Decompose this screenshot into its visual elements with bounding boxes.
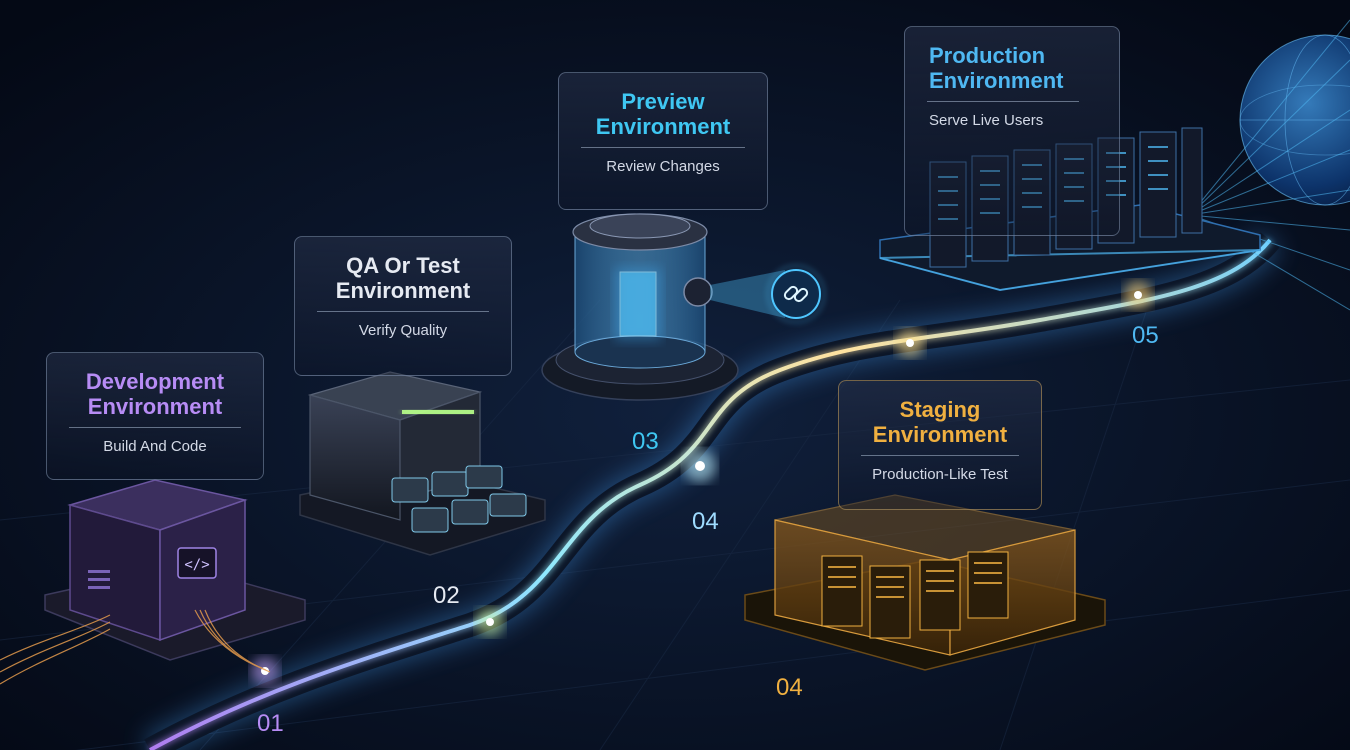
staging-title: Staging Environment (839, 397, 1041, 447)
divider (317, 311, 489, 312)
step-number-02: 02 (433, 582, 460, 609)
qa-card: QA Or Test Environment Verify Quality (294, 236, 512, 376)
path-nodes (251, 281, 1152, 685)
production-title: Production Environment (929, 43, 1119, 93)
pipeline-path (142, 230, 1282, 750)
production-title-line1: Production (929, 43, 1046, 68)
development-cube: </> (0, 479, 306, 685)
development-title-line1: Development (85, 369, 225, 394)
production-card: Production Environment Serve Live Users (904, 26, 1120, 236)
divider (861, 455, 1019, 456)
qa-server (299, 371, 546, 556)
step-number-03: 03 (632, 428, 659, 455)
staging-title-line2: Environment (872, 422, 1008, 447)
link-icon (767, 265, 825, 323)
preview-title-line2: Environment (595, 114, 731, 139)
divider (927, 101, 1079, 102)
step-number-05: 05 (1132, 322, 1159, 349)
staging-rack (744, 494, 1106, 671)
preview-title-line1: Preview (621, 89, 705, 114)
staging-subtitle: Production-Like Test (872, 466, 1008, 483)
staging-card: Staging Environment Production-Like Test (838, 380, 1042, 510)
divider (69, 427, 241, 428)
code-icon: </> (184, 557, 209, 573)
qa-title: QA Or Test Environment (295, 253, 511, 303)
preview-title: Preview Environment (559, 89, 767, 139)
step-number-04-path: 04 (692, 508, 719, 535)
qa-title-line2: Environment (335, 278, 471, 303)
preview-subtitle: Review Changes (606, 158, 720, 175)
production-subtitle: Serve Live Users (929, 112, 1044, 129)
step-number-01: 01 (257, 710, 284, 737)
qa-title-line1: QA Or Test (346, 253, 460, 278)
production-title-line2: Environment (929, 68, 1064, 93)
qa-subtitle: Verify Quality (358, 322, 448, 339)
development-subtitle: Build And Code (103, 438, 207, 455)
development-card: Development Environment Build And Code (46, 352, 264, 480)
divider (581, 147, 745, 148)
preview-cylinder (541, 213, 785, 401)
step-number-04-staging: 04 (776, 674, 803, 701)
development-title-line2: Environment (87, 394, 223, 419)
development-title: Development Environment (47, 369, 263, 419)
staging-title-line1: Staging (899, 397, 981, 422)
preview-card: Preview Environment Review Changes (558, 72, 768, 210)
